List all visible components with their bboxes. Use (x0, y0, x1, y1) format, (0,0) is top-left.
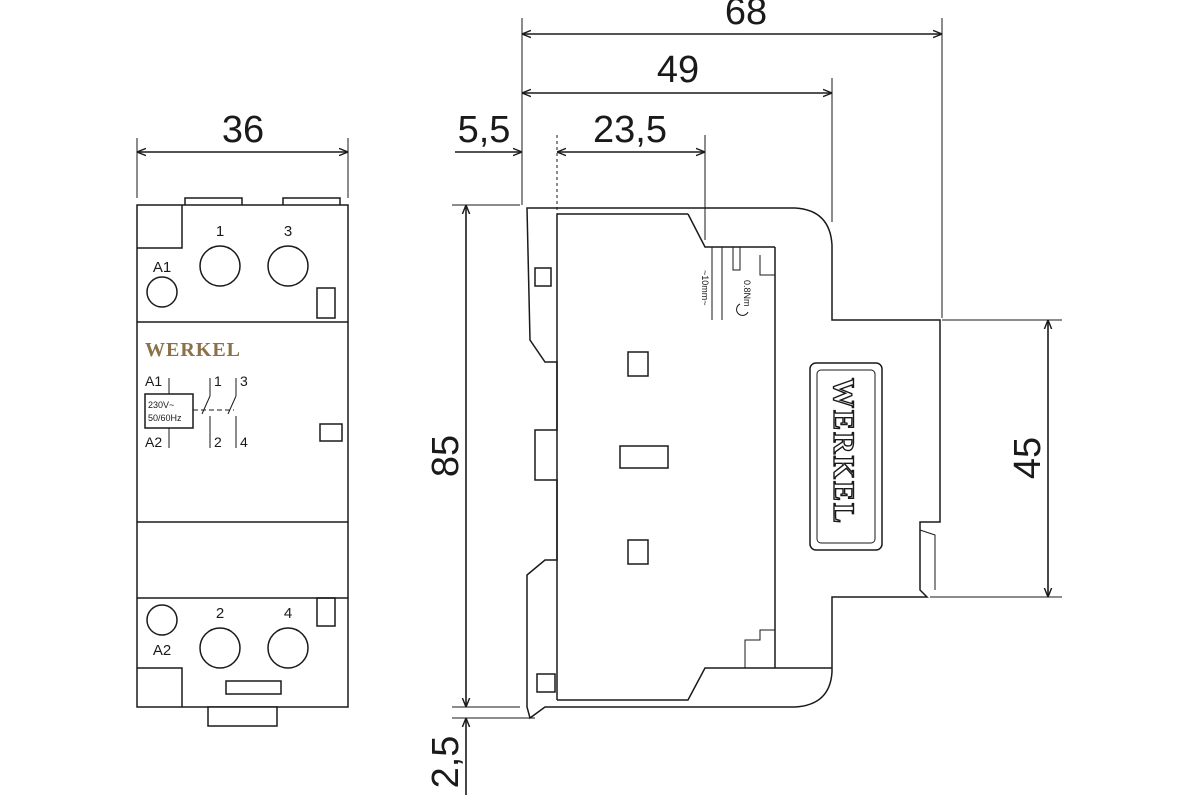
schematic-label-2: 2 (214, 434, 222, 450)
contact-12-blade (201, 395, 211, 415)
dimension-36: 36 (136, 109, 349, 198)
side-upper-window (627, 351, 649, 377)
torque-arrow-icon (736, 303, 749, 316)
side-brand-plate (809, 362, 883, 551)
side-top-ledge-step (687, 213, 775, 248)
dimension-5-5: 5,5 (455, 109, 522, 152)
side-body-outline (526, 207, 941, 720)
front-view: A1 1 3 WERKEL A1 A2 230V~ 50/60Hz 1 3 2 … (136, 197, 349, 727)
contact-34-blade (227, 395, 237, 415)
dimension-85-label: 85 (425, 435, 467, 477)
front-bottom-clip (207, 706, 278, 727)
label-a1-top: A1 (153, 259, 171, 276)
label-3-top: 3 (284, 223, 292, 240)
dimension-23-5: 23,5 (557, 109, 706, 240)
dimension-68: 68 (521, 0, 943, 318)
schematic-label-a1: A1 (145, 373, 162, 389)
front-bottom-indicator (316, 597, 336, 627)
front-bottom-corner-block (137, 667, 183, 707)
coil-voltage: 230V~ (148, 400, 174, 410)
strip-length-label: ~10mm~ (700, 270, 710, 306)
schematic-label-3: 3 (240, 373, 248, 389)
schematic-label-1: 1 (214, 373, 222, 389)
side-brand-logo: WERKEL (827, 378, 860, 525)
front-middle-indicator (319, 423, 343, 442)
side-bottom-notch (536, 673, 556, 693)
terminal-1-screw (199, 245, 241, 287)
side-brand-plate-inner (816, 369, 876, 544)
front-top-corner-block (137, 205, 183, 249)
dimension-85: 85 (425, 204, 520, 708)
dimension-49-label: 49 (657, 49, 699, 91)
label-2-bottom: 2 (216, 605, 224, 622)
schematic-label-a2: A2 (145, 434, 162, 450)
front-bottom-slot (225, 680, 282, 695)
front-top-indicator (316, 287, 336, 319)
dimension-45: 45 (930, 319, 1062, 598)
contact-schematic: A1 A2 230V~ 50/60Hz 1 3 2 4 (144, 373, 248, 450)
terminal-4-screw (267, 627, 309, 669)
dimension-49: 49 (522, 49, 833, 222)
dimension-36-label: 36 (222, 109, 264, 151)
front-body-outline (136, 204, 349, 708)
label-1-top: 1 (216, 223, 224, 240)
terminal-a1-screw (146, 276, 178, 308)
schematic-label-4: 4 (240, 434, 248, 450)
coil-frequency: 50/60Hz (148, 413, 182, 423)
dimension-23-5-label: 23,5 (593, 109, 667, 151)
dimension-45-label: 45 (1007, 437, 1049, 479)
label-a2-bottom: A2 (153, 642, 171, 659)
side-middle-slot (619, 445, 669, 469)
terminal-2-screw (199, 627, 241, 669)
torque-label: 0.8Nm (742, 280, 752, 307)
side-din-clip (919, 529, 936, 590)
side-bottom-ledge-step (557, 667, 832, 701)
side-view: ~10mm~ 0.8Nm WERKEL (526, 207, 941, 720)
dimension-68-label: 68 (725, 0, 767, 33)
dimension-5-5-label: 5,5 (458, 109, 511, 151)
label-4-bottom: 4 (284, 605, 292, 622)
terminal-entry-detail: ~10mm~ 0.8Nm (700, 247, 775, 320)
terminal-3-screw (267, 245, 309, 287)
dimension-2-5: 2,5 (425, 717, 535, 795)
side-top-notch (534, 267, 552, 287)
front-brand-logo: WERKEL (145, 339, 241, 361)
side-lower-steps (744, 629, 775, 668)
terminal-a2-screw (146, 604, 178, 636)
side-lower-window (627, 539, 649, 565)
dimension-2-5-label: 2,5 (425, 736, 467, 789)
